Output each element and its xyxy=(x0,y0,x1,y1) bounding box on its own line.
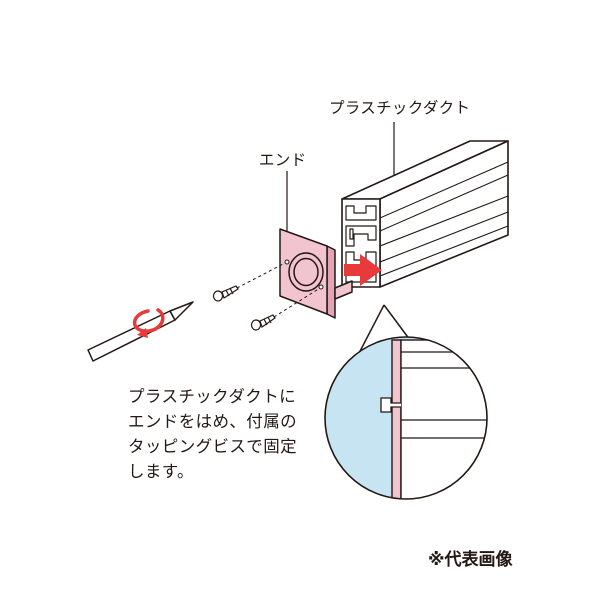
tapping-screw-1 xyxy=(212,285,239,302)
rotation-arrow-head xyxy=(137,328,148,338)
screwdriver-icon xyxy=(87,301,194,362)
instruction-text: プラスチックダクトに エンドをはめ、付属の タッピングビスで固定 します。 xyxy=(128,384,297,484)
instruction-line: エンドをはめ、付属の xyxy=(128,412,297,431)
instruction-line: します。 xyxy=(128,462,194,481)
label-plastic-duct: プラスチックダクト xyxy=(329,99,471,117)
tapping-screw-2 xyxy=(250,314,276,331)
instruction-line: プラスチックダクトに xyxy=(128,387,297,406)
insert-arrow-icon xyxy=(344,254,382,286)
detail-magnified-view xyxy=(324,336,488,500)
plastic-duct xyxy=(341,140,509,288)
label-end-cap: エンド xyxy=(259,151,307,169)
rotation-arrow-icon xyxy=(132,308,165,333)
representative-image-note: ※代表画像 xyxy=(428,550,513,570)
instruction-line: タッピングビスで固定 xyxy=(128,437,297,456)
end-cap xyxy=(279,228,353,319)
leader-lines xyxy=(286,122,395,236)
detail-callout-pointer xyxy=(356,304,411,358)
